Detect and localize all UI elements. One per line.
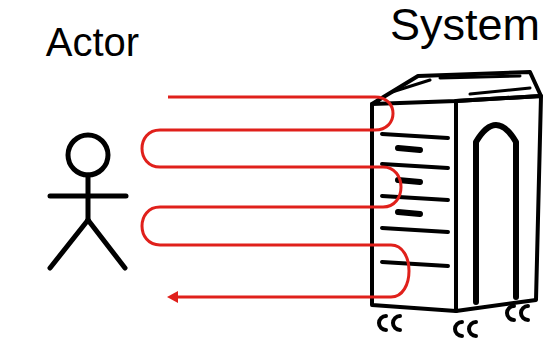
system-node: System xyxy=(360,2,548,340)
figure-leg xyxy=(50,220,88,268)
node-label: System xyxy=(382,2,548,47)
server-wheel xyxy=(379,316,400,330)
figure-head xyxy=(68,135,108,175)
server-top-ridges xyxy=(392,76,530,94)
server-wheel xyxy=(507,306,528,320)
server-side xyxy=(456,96,541,311)
node-label: Actor xyxy=(20,22,165,62)
stick-figure xyxy=(50,135,126,268)
arrow-head xyxy=(167,291,178,303)
actor-node: Actor xyxy=(20,22,165,277)
server-wheel xyxy=(455,322,476,336)
figure-leg xyxy=(88,220,125,268)
server-arch xyxy=(476,125,516,302)
serpentine-connector xyxy=(142,97,409,297)
figure-arms xyxy=(50,194,126,199)
